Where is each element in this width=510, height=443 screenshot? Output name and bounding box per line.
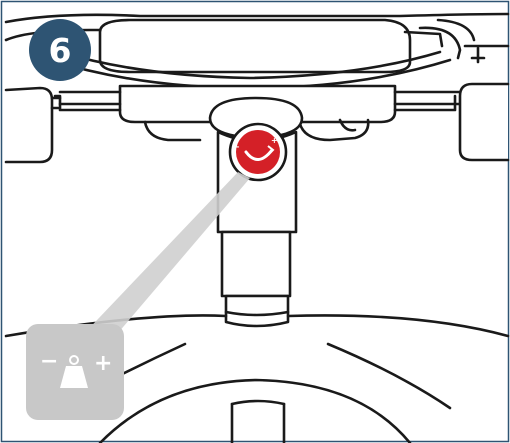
tension-knob[interactable]: - + [228, 122, 288, 182]
step-badge: 6 [29, 19, 91, 81]
knob-minus-sign: - [236, 142, 239, 151]
step-number: 6 [49, 31, 72, 70]
callout-plus-sign: + [94, 351, 112, 376]
knob-plus-sign: + [271, 136, 278, 145]
weight-icon [60, 355, 88, 388]
arrowhead-icon [267, 145, 275, 156]
callout-minus-sign: − [40, 349, 58, 374]
leader-line [78, 172, 250, 340]
armrest-right [458, 82, 510, 162]
tension-callout: − + [26, 324, 124, 420]
armrest-left [4, 86, 62, 164]
seat-underside [4, 12, 510, 90]
